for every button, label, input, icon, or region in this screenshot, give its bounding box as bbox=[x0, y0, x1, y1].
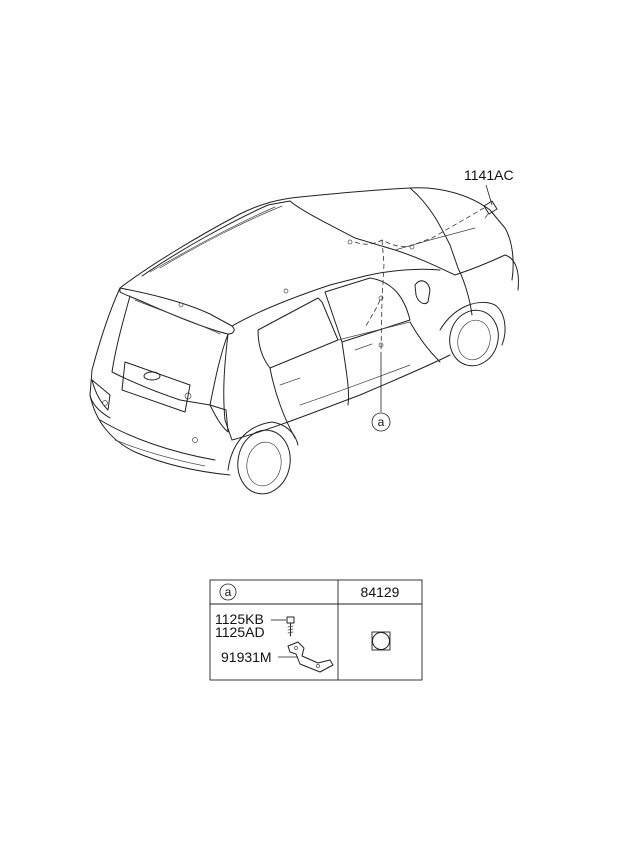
part-label-1125ad: 1125AD bbox=[215, 624, 265, 640]
clamp-bracket-icon bbox=[287, 641, 334, 673]
label-1141ac: 1141AC bbox=[464, 167, 514, 183]
ref-circle bbox=[371, 412, 391, 432]
wiring-harness bbox=[354, 207, 485, 353]
bolt-icon bbox=[286, 616, 295, 637]
part-label-1125kb: 1125KB bbox=[215, 611, 264, 627]
table-ref-label: a bbox=[225, 585, 232, 599]
parts-table: a 84129 1125KB 1125AD 91931M bbox=[209, 579, 423, 681]
table-header-part: 84129 bbox=[361, 584, 400, 600]
table-ref-circle bbox=[219, 583, 237, 601]
ref-circle-label: a bbox=[378, 415, 385, 429]
grommet-1141ac bbox=[483, 184, 498, 219]
car-illustration bbox=[89, 187, 519, 495]
part-label-91931m: 91931M bbox=[221, 649, 272, 665]
